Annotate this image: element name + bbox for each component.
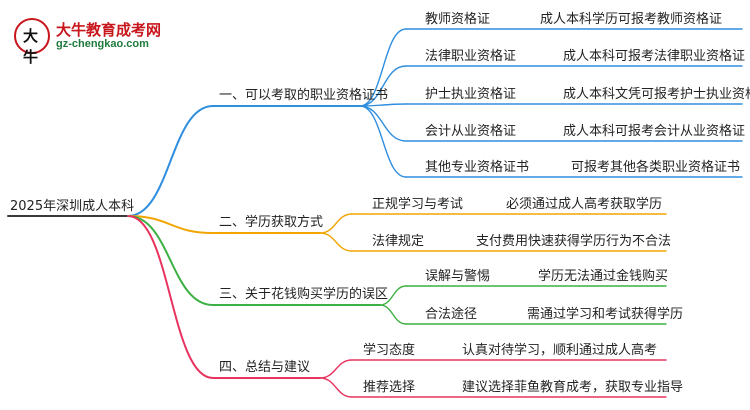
- leaf-detail: 认真对待学习，顺利通过成人高考: [462, 343, 658, 358]
- leaf-detail: 可报考其他各类职业资格证书: [571, 160, 741, 175]
- branch-label: 一、可以考取的职业资格证书: [219, 88, 389, 103]
- leaf-connector: [379, 304, 407, 325]
- logo-url: gz-chengkao.com: [56, 38, 149, 50]
- leaf-connector: [319, 213, 353, 234]
- branch-label: 三、关于花钱购买学历的误区: [219, 287, 389, 302]
- leaf-label: 教师资格证: [425, 12, 491, 27]
- leaf-label: 法律职业资格证: [425, 49, 517, 64]
- branch-connector: [127, 215, 214, 306]
- leaf-connector: [359, 28, 407, 107]
- leaf-label: 合法途径: [425, 307, 478, 322]
- branch-label: 二、学历获取方式: [219, 215, 324, 230]
- leaf-label: 误解与警惕: [425, 269, 491, 284]
- leaf-label: 推荐选择: [363, 380, 416, 395]
- leaf-label: 会计从业资格证: [425, 124, 517, 139]
- leaf-connector: [359, 65, 407, 107]
- leaf-label: 法律规定: [372, 234, 425, 249]
- leaf-detail: 建议选择菲鱼教育成考，获取专业指导: [462, 380, 684, 395]
- leaf-detail: 学历无法通过金钱购买: [538, 269, 669, 284]
- branch-connector: [127, 105, 214, 217]
- leaf-connector: [379, 285, 407, 306]
- leaf-connector: [359, 105, 407, 142]
- site-logo: 大牛 大牛教育成考网 gz-chengkao.com: [14, 18, 174, 66]
- mindmap-root: 2025年深圳成人本科: [10, 199, 135, 214]
- leaf-label: 其他专业资格证书: [425, 160, 530, 175]
- branch-connector: [127, 215, 214, 234]
- leaf-connector: [319, 377, 353, 398]
- leaf-label: 学习态度: [363, 343, 416, 358]
- leaf-detail: 成人本科学历可报考教师资格证: [540, 12, 723, 27]
- branch-label: 四、总结与建议: [219, 360, 311, 375]
- leaf-detail: 成人本科文凭可报考护士执业资格证: [563, 87, 750, 102]
- leaf-connector: [319, 359, 353, 379]
- leaf-connector: [359, 105, 407, 178]
- logo-mark-icon: 大牛: [14, 18, 50, 66]
- logo-mark-text: 大牛: [23, 27, 39, 66]
- leaf-connector: [319, 232, 353, 252]
- leaf-detail: 支付费用快速获得学历行为不合法: [476, 234, 672, 249]
- logo-title: 大牛教育成考网: [56, 21, 162, 39]
- leaf-label: 正规学习与考试: [372, 197, 464, 212]
- branch-connector: [127, 215, 214, 379]
- leaf-detail: 成人本科可报考法律职业资格证: [563, 49, 746, 64]
- leaf-detail: 成人本科可报考会计从业资格证: [563, 124, 746, 139]
- leaf-detail: 必须通过成人高考获取学历: [506, 197, 663, 212]
- leaf-detail: 需通过学习和考试获得学历: [527, 307, 684, 322]
- leaf-label: 护士执业资格证: [425, 87, 517, 102]
